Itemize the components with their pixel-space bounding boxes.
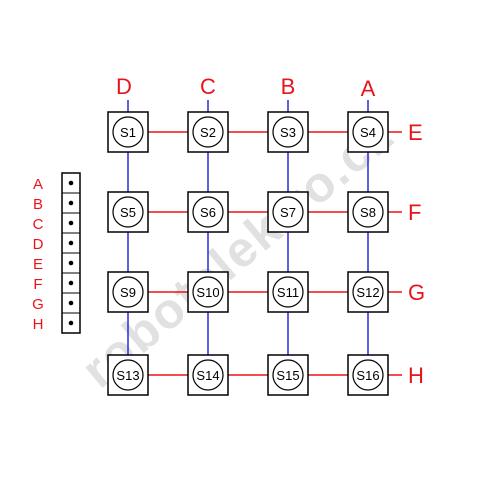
- connector-pin: [68, 300, 74, 306]
- connector-pin-label: H: [33, 316, 44, 333]
- switch: S16: [347, 354, 389, 396]
- switch-button: [272, 276, 304, 308]
- connector-pin: [68, 280, 74, 286]
- switch-button: [192, 196, 224, 228]
- connector-pin: [68, 320, 74, 326]
- switch-button: [272, 116, 304, 148]
- switch-button: [272, 359, 304, 391]
- switch-button: [352, 276, 384, 308]
- column-label: D: [116, 74, 132, 99]
- connector-pin: [68, 180, 74, 186]
- switch-button: [352, 359, 384, 391]
- connector-pin-label: C: [33, 216, 44, 233]
- switch: S14: [187, 354, 229, 396]
- switch: S5: [107, 191, 149, 233]
- switch-label: S4: [360, 125, 376, 140]
- switch: S15: [267, 354, 309, 396]
- switch-button: [112, 359, 144, 391]
- column-label: C: [200, 74, 216, 99]
- switch-label: S1: [120, 125, 136, 140]
- row-label: E: [408, 120, 423, 145]
- row-label: H: [408, 363, 424, 388]
- switch-button: [352, 116, 384, 148]
- column-label: A: [361, 76, 376, 101]
- connector-pin-label: G: [32, 296, 44, 313]
- switch-label: S9: [120, 285, 136, 300]
- switch-label: S6: [200, 205, 216, 220]
- connector-pin: [68, 240, 74, 246]
- switch-label: S14: [196, 368, 219, 383]
- column-label: B: [281, 74, 296, 99]
- switch-label: S12: [356, 285, 379, 300]
- connector-pin-label: E: [33, 256, 43, 273]
- switch-button: [112, 196, 144, 228]
- switch: S11: [267, 271, 309, 313]
- switch-button: [112, 276, 144, 308]
- switch: S6: [187, 191, 229, 233]
- row-label: F: [408, 200, 421, 225]
- switch-button: [272, 196, 304, 228]
- switch-label: S11: [277, 285, 299, 300]
- switch-button: [192, 276, 224, 308]
- switch-label: S10: [196, 285, 219, 300]
- switch: S9: [107, 271, 149, 313]
- switch: S3: [267, 111, 309, 153]
- switch-button: [192, 116, 224, 148]
- row-labels: E F G H: [408, 120, 425, 388]
- switch: S7: [267, 191, 309, 233]
- switch-label: S13: [116, 368, 139, 383]
- switch-label: S2: [200, 125, 216, 140]
- connector-pin: [68, 260, 74, 266]
- switch: S4: [347, 111, 389, 153]
- switch: S2: [187, 111, 229, 153]
- switch-label: S16: [356, 368, 379, 383]
- row-label: G: [408, 280, 425, 305]
- switch: S10: [187, 271, 229, 313]
- switch-label: S5: [120, 205, 136, 220]
- connector-pin: [68, 220, 74, 226]
- switch-label: S8: [360, 205, 376, 220]
- switch: S12: [347, 271, 389, 313]
- connector-pin-label: F: [33, 276, 42, 293]
- switch-label: S15: [276, 368, 299, 383]
- switch-button: [352, 196, 384, 228]
- switch-label: S3: [280, 125, 296, 140]
- switch: S8: [347, 191, 389, 233]
- connector-pin-label: D: [33, 236, 44, 253]
- switch: S1: [107, 111, 149, 153]
- connector-pin-label: A: [33, 176, 43, 193]
- switch: S13: [107, 354, 149, 396]
- switch-label: S7: [280, 205, 296, 220]
- connector-pin-label: B: [33, 196, 43, 213]
- connector-pin: [68, 200, 74, 206]
- switch-button: [192, 359, 224, 391]
- switch-button: [112, 116, 144, 148]
